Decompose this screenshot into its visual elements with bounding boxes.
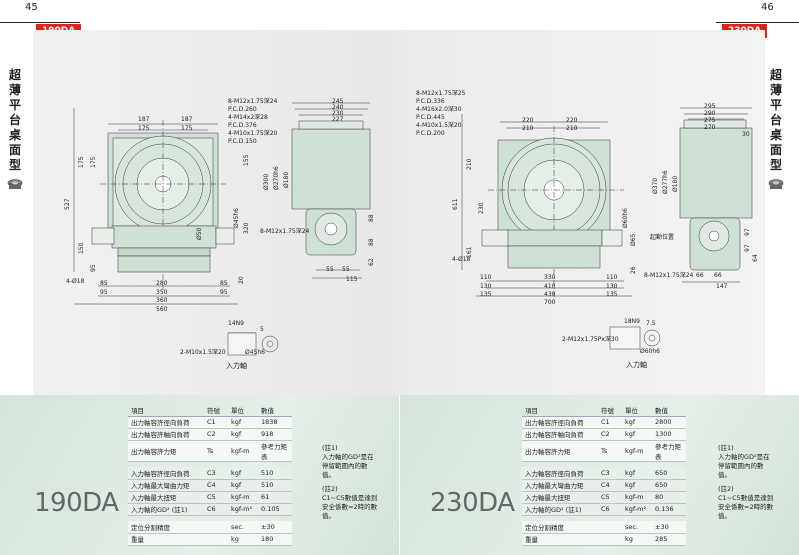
drawing-190da: [73, 102, 371, 356]
model-large-right: 230DA: [430, 488, 515, 518]
turntable-icon: [768, 179, 784, 189]
notes-230da: (註1) 入力軸的GD²是在停留範圍內的數值。 (註2) C1~C5數值是達到安…: [718, 444, 774, 520]
vertical-title-left: 超薄 平台 桌面 型: [8, 68, 21, 172]
turntable-icon: [7, 179, 23, 189]
page-number-right: 46: [761, 2, 774, 13]
model-large-left: 190DA: [34, 488, 119, 518]
drawing-230da: [461, 107, 753, 350]
page-number-left: 45: [25, 2, 38, 13]
vertical-title-right: 超薄 平台 桌面 型: [769, 68, 782, 172]
notes-190da: (註1) 入力軸的GD²是在停留範圍內的數值。 (註2) C1~C5數值是達到安…: [322, 444, 378, 520]
